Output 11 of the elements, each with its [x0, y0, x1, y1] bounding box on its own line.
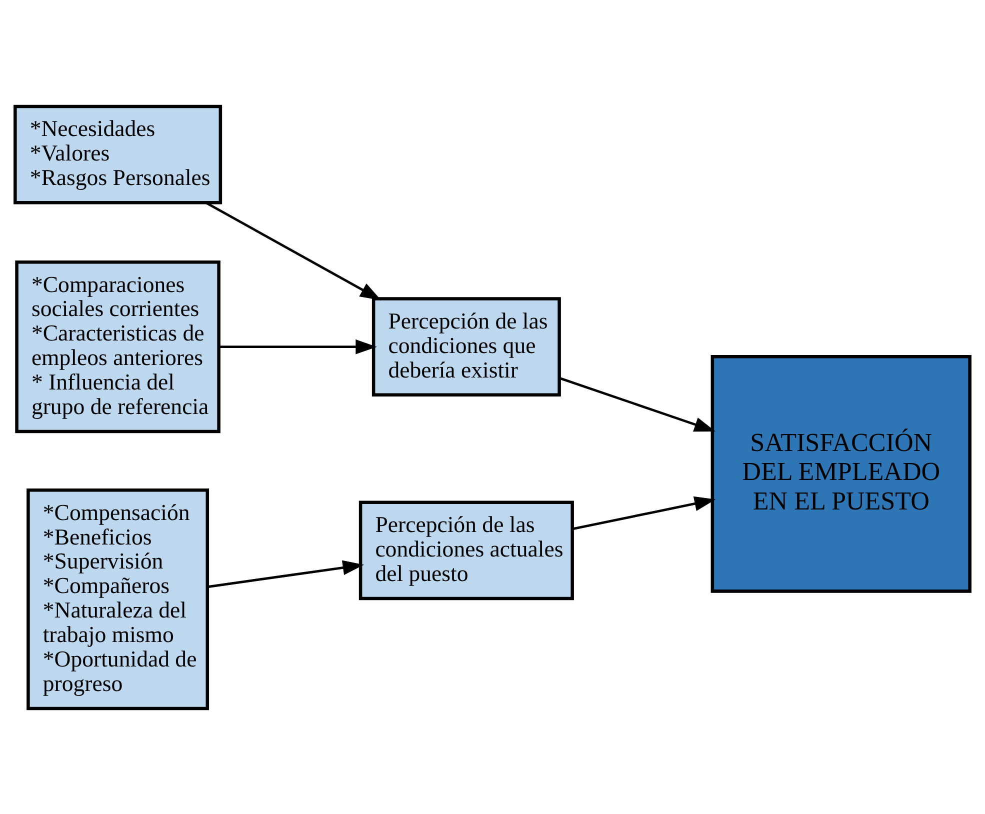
- arrow: [206, 201, 382, 300]
- node-box: Percepción de las condiciones actuales del puesto: [358, 500, 574, 600]
- node-box: Percepción de las condiciones que debería existir: [372, 296, 561, 396]
- node-box: *Compensación *Beneficios *Supervisión *Compañeros *Naturaleza del trabajo mismo *Oportunidad de progreso: [26, 488, 210, 710]
- node-box: *Necesidades *Valores *Rasgos Personales: [14, 104, 222, 204]
- arrow: [218, 338, 377, 354]
- node-box: *Comparaciones sociales corrientes *Caracteristicas de empleos anteriores * Influencia del grupo de referencia: [15, 260, 220, 433]
- arrow: [572, 496, 716, 530]
- node-box: SATISFACCIÓN DEL EMPLEADO EN EL PUESTO: [710, 354, 972, 592]
- arrow: [559, 376, 716, 432]
- arrow: [207, 560, 364, 588]
